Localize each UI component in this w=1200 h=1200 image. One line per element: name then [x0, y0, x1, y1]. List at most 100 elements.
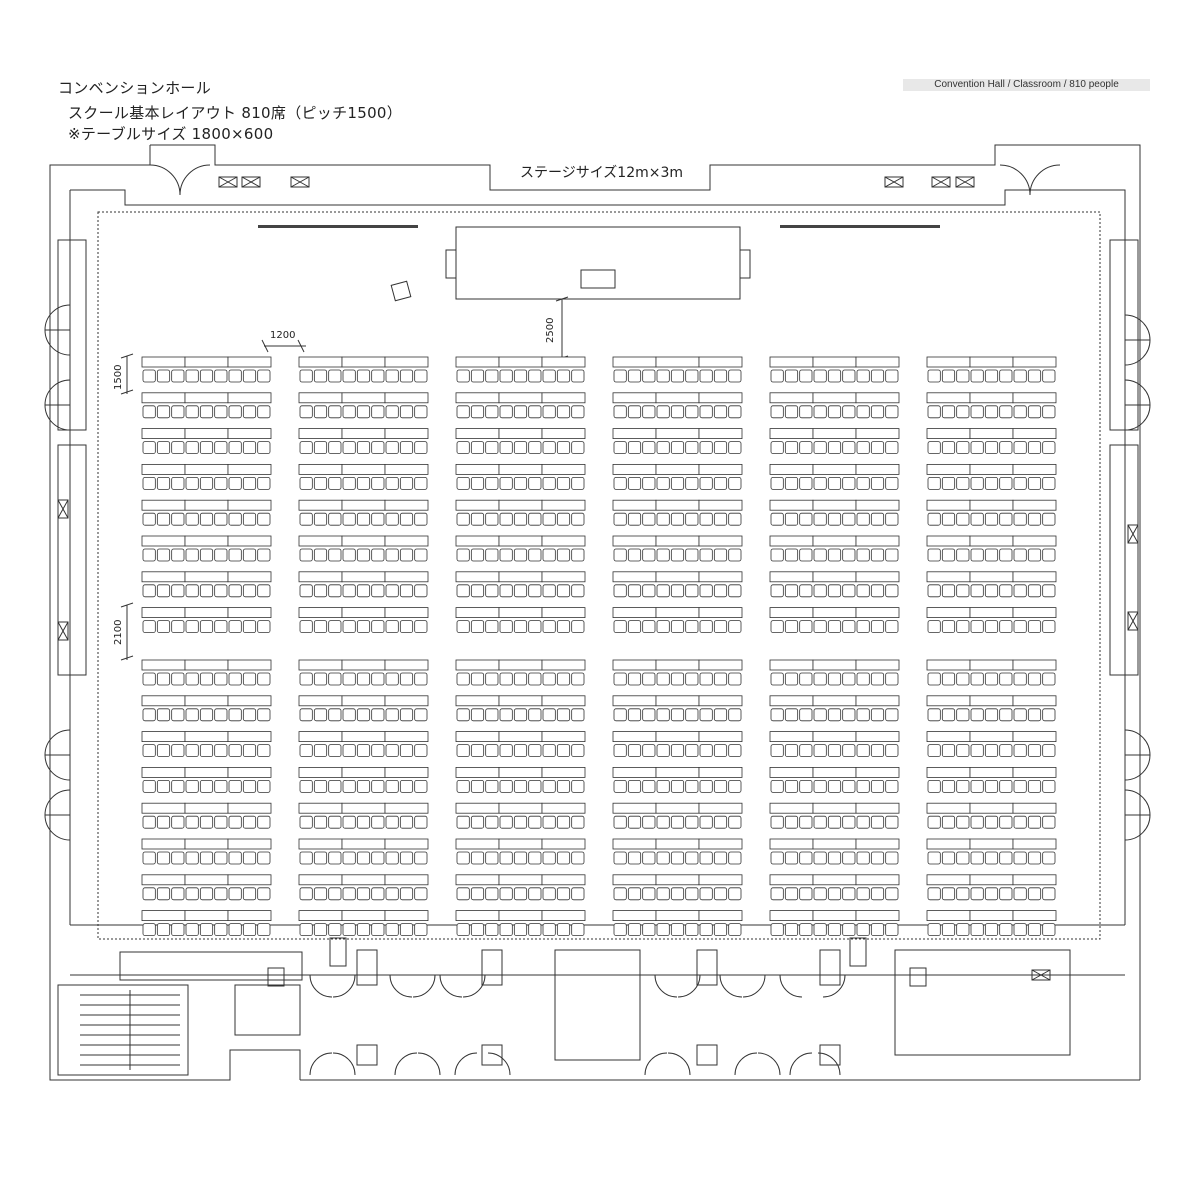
table: [384, 499, 429, 511]
chair: [728, 672, 742, 686]
chair: [142, 815, 156, 829]
table: [298, 607, 343, 618]
chair: [870, 548, 885, 562]
chair: [499, 548, 513, 562]
chair: [970, 815, 984, 829]
chair: [784, 923, 799, 936]
chair: [328, 672, 342, 686]
chair: [956, 815, 970, 829]
chair: [784, 780, 799, 793]
chair: [656, 620, 670, 633]
table: [341, 535, 386, 547]
chair: [685, 708, 699, 722]
seat-row: [926, 910, 1057, 936]
seat-row: [926, 428, 1057, 455]
chair: [571, 369, 585, 383]
seat-row: [455, 695, 586, 722]
table: [1012, 356, 1057, 368]
seat-row: [141, 392, 272, 419]
chair: [941, 851, 956, 865]
table: [184, 392, 229, 404]
chair: [799, 620, 813, 633]
chair: [528, 744, 542, 757]
chair: [185, 780, 199, 793]
chair: [328, 815, 342, 829]
chair: [513, 548, 528, 562]
chair: [670, 369, 685, 383]
table: [455, 499, 500, 511]
table: [227, 428, 272, 440]
table: [698, 428, 743, 440]
table: [1012, 392, 1057, 404]
chair: [142, 887, 156, 901]
table: [141, 731, 186, 742]
chair: [1027, 672, 1042, 686]
table: [227, 659, 272, 671]
chair: [970, 708, 984, 722]
table: [298, 499, 343, 511]
chair: [670, 548, 685, 562]
chair: [371, 441, 385, 455]
chair: [927, 672, 941, 686]
chair: [356, 512, 371, 526]
chair: [156, 584, 171, 598]
seat-row: [141, 356, 272, 383]
seat-row: [455, 910, 586, 936]
chair: [813, 441, 827, 455]
chair: [1013, 815, 1027, 829]
chair: [885, 620, 899, 633]
chair: [228, 708, 242, 722]
chair: [513, 672, 528, 686]
chair: [214, 672, 228, 686]
chair: [999, 512, 1013, 526]
table: [855, 874, 900, 886]
table: [655, 463, 700, 475]
table: [184, 695, 229, 707]
chair: [399, 744, 414, 757]
chair: [199, 708, 214, 722]
chair: [627, 780, 642, 793]
chair: [470, 620, 485, 633]
chair: [670, 672, 685, 686]
table: [341, 838, 386, 850]
seat-row: [769, 731, 900, 757]
chair: [385, 744, 399, 757]
chair: [870, 923, 885, 936]
table: [655, 767, 700, 778]
seat-row: [455, 392, 586, 419]
chair: [156, 780, 171, 793]
chair: [470, 887, 485, 901]
chair: [627, 887, 642, 901]
chair: [499, 369, 513, 383]
chair: [927, 584, 941, 598]
table: [969, 499, 1014, 511]
chair: [699, 672, 713, 686]
chair: [656, 923, 670, 936]
table: [812, 607, 857, 618]
table: [612, 874, 657, 886]
table: [655, 838, 700, 850]
chair: [528, 887, 542, 901]
chair: [313, 369, 328, 383]
chair: [456, 923, 470, 936]
chair: [414, 815, 428, 829]
table: [812, 356, 857, 368]
chair: [885, 780, 899, 793]
chair: [542, 708, 556, 722]
chair: [328, 512, 342, 526]
chair: [885, 512, 899, 526]
chair: [656, 851, 670, 865]
chair: [228, 780, 242, 793]
equipment-box: [241, 176, 261, 188]
chair: [356, 476, 371, 490]
chair: [156, 512, 171, 526]
equipment-box: [884, 176, 904, 188]
chair: [813, 887, 827, 901]
chair: [299, 708, 313, 722]
seat-row: [298, 802, 429, 829]
chair: [799, 887, 813, 901]
seat-row: [926, 874, 1057, 901]
chair: [613, 512, 627, 526]
chair: [984, 441, 999, 455]
chair: [827, 672, 842, 686]
